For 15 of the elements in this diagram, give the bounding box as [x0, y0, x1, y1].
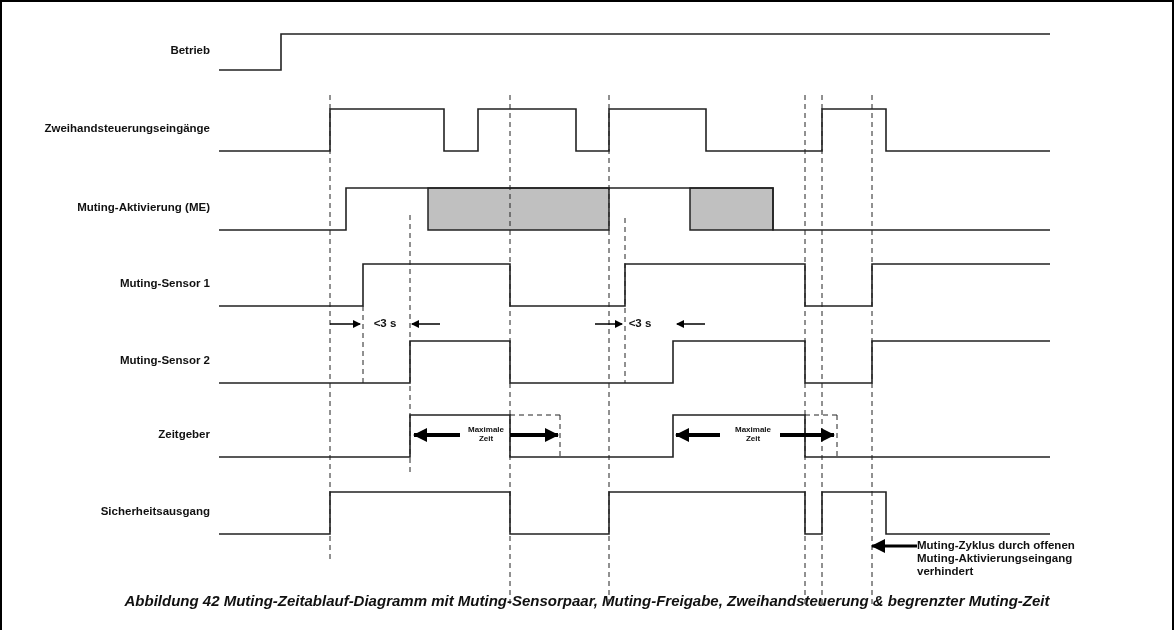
signal-name: Betrieb [170, 44, 210, 58]
time-label: <3 s [372, 317, 398, 331]
signal-name: Zweihandsteuerungseingänge [44, 122, 210, 136]
signal-name: Muting-Sensor 1 [119, 277, 210, 291]
figure-caption: Abbildung 42 Muting-Zeitablauf-Diagramm mit Muting-Sensorpaar, Muting-Freigabe, Zweihandsteuerung & begrenzter Muting-Zeit [123, 592, 1051, 610]
leader-arrow [871, 539, 917, 553]
signal-name: Muting-Aktivierung (ME) [77, 201, 210, 215]
signal-name: Muting-Sensor 2 [119, 354, 210, 368]
signal-name: Zeitgeber [158, 428, 210, 442]
time-label: Maximale Zeit [734, 425, 772, 444]
note-text: Muting-Zyklus durch offenen Muting-Aktivierungseingang verhindert [917, 539, 1117, 579]
dashed-line [871, 94, 873, 606]
time-label: <3 s [627, 317, 653, 331]
signal-name: Sicherheitsausgang [100, 505, 210, 519]
time-label: Maximale Zeit [467, 425, 505, 444]
